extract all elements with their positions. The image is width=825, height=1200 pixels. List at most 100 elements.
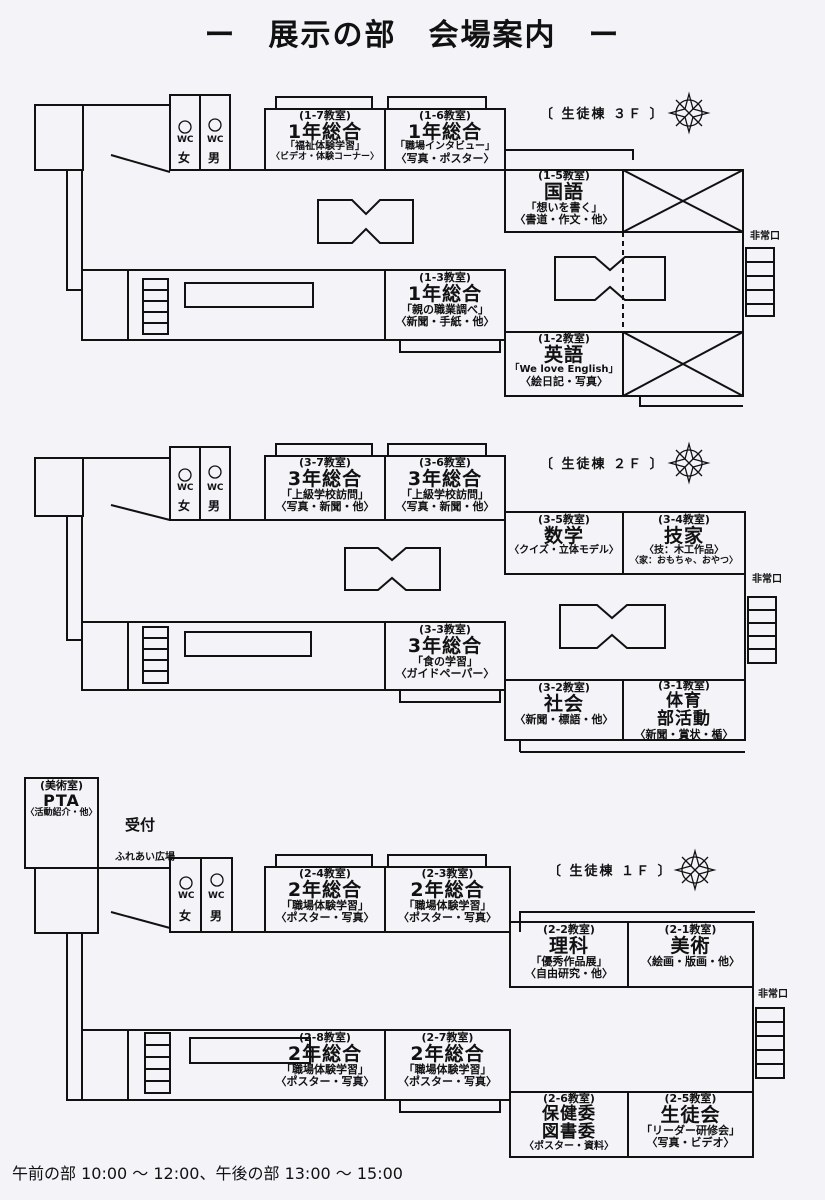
room-line: 〈ガイドペーパー〉 [395, 667, 495, 681]
room-line: 〈書道・作文・他〉 [514, 213, 614, 227]
room-3-3: (3-3教室) 3年総合 「食の学習」 〈ガイドペーパー〉 [385, 624, 505, 680]
art-room-pta: (美術室) PTA 〈活動紹介・他〉 [25, 780, 98, 819]
room-number: (3-4教室) [658, 513, 710, 526]
room-number: (2-7教室) [421, 1031, 474, 1044]
room-3-5: (3-5教室) 数学 〈クイズ・立体モデル〉 [505, 514, 623, 557]
room-number: (3-6教室) [419, 456, 471, 469]
room-line: 「想いを書く」 [525, 201, 603, 215]
wc-male-label: 男 [208, 499, 221, 513]
room-line: 「職場体験学習」 [403, 1063, 492, 1077]
floor-2-label: 〔 生徒棟 ２Ｆ 〕 [540, 457, 665, 472]
room-line: 〈ビデオ・体験コーナー〉 [270, 152, 379, 163]
room-line: 〈ポスター・写真〉 [275, 1075, 375, 1089]
room-3-6: (3-6教室) 3年総合 「上級学校訪問」 〈写真・新聞・他〉 [385, 457, 505, 513]
room-number: (2-4教室) [299, 867, 351, 880]
room-title-2: 図書委 [542, 1122, 596, 1143]
room-number: (1-5教室) [538, 169, 590, 182]
room-3-4: (3-4教室) 技家 〈技：木工作品〉 〈家：おもちゃ、おやつ〉 [623, 514, 745, 567]
compass-1f [673, 848, 717, 892]
room-1-2: (1-2教室) 英語 「We love English」 〈絵日記・写真〉 [505, 333, 623, 388]
compass-3f [667, 91, 711, 135]
room-line: 〈写真・ビデオ〉 [646, 1136, 735, 1150]
room-title: 1年総合 [407, 282, 483, 305]
room-title: 美術 [670, 934, 711, 957]
wc-sign: WC [177, 483, 194, 493]
room-title: PTA [43, 790, 80, 810]
room-title: 3年総合 [407, 634, 483, 657]
room-line: 「職場体験学習」 [281, 1063, 369, 1077]
room-title-2: 部活動 [657, 709, 711, 730]
room-line: 〈絵画・版画・他〉 [641, 955, 740, 969]
room-title: 1年総合 [407, 120, 483, 143]
room-number: (2-8教室) [299, 1031, 351, 1044]
room-line: 「上級学校訪問」 [401, 488, 489, 502]
room-line: 〈クイズ・立体モデル〉 [509, 545, 619, 557]
room-2-4: (2-4教室) 2年総合 「職場体験学習」 〈ポスター・写真〉 [265, 868, 385, 924]
room-number: (1-2教室) [538, 332, 590, 345]
room-title: 技家 [663, 524, 704, 547]
room-number: (2-5教室) [664, 1092, 717, 1105]
room-title: 社会 [543, 692, 584, 715]
room-line: 〈ポスター・写真〉 [398, 911, 497, 925]
reception-label: 受付 [125, 816, 156, 834]
wc-male-label: 男 [210, 909, 223, 923]
room-line: 〈写真・ポスター〉 [395, 152, 495, 166]
room-2-5: (2-5教室) 生徒会 「リーダー研修会」 〈写真・ビデオ〉 [628, 1093, 753, 1149]
wc-female-label: 女 [178, 499, 191, 513]
room-line: 「リーダー研修会」 [641, 1124, 740, 1138]
room-1-5: (1-5教室) 国語 「想いを書く」 〈書道・作文・他〉 [505, 170, 623, 226]
room-line: 「福祉体験学習」 [285, 141, 365, 153]
wc-sign: WC [177, 135, 194, 145]
room-number: (1-6教室) [419, 109, 471, 122]
room-title: 3年総合 [407, 467, 483, 490]
floor-3-outline [34, 94, 775, 407]
plaza-label: ふれあい広場 [115, 852, 175, 863]
room-line: 「職場体験学習」 [281, 899, 369, 913]
room-2-2: (2-2教室) 理科 「優秀作品展」 〈自由研究・他〉 [510, 924, 628, 980]
room-2-6: (2-6教室) 保健委 図書委 〈ポスター・資料〉 [510, 1093, 628, 1152]
room-number: (3-5教室) [538, 513, 590, 526]
room-line: 「親の職業調べ」 [401, 303, 489, 317]
room-line: 「We love English」 [509, 364, 619, 376]
room-2-7: (2-7教室) 2年総合 「職場体験学習」 〈ポスター・写真〉 [385, 1032, 510, 1088]
room-line: 〈技：木工作品〉 [644, 545, 724, 557]
emergency-exit-label: 非常口 [750, 231, 780, 242]
room-line: 〈新聞・手紙・他〉 [395, 315, 495, 329]
room-line: 〈写真・新聞・他〉 [275, 500, 375, 514]
room-title: 2年総合 [410, 1042, 485, 1065]
room-line: 〈ポスター・写真〉 [398, 1075, 497, 1089]
wc-sign: WC [207, 483, 224, 493]
room-title: 国語 [543, 180, 584, 203]
room-line: 〈絵日記・写真〉 [520, 375, 608, 389]
room-title: 数学 [543, 524, 584, 547]
room-3-7: (3-7教室) 3年総合 「上級学校訪問」 〈写真・新聞・他〉 [265, 457, 385, 513]
floor-1-label: 〔 生徒棟 １Ｆ 〕 [548, 864, 673, 879]
room-number: (2-2教室) [543, 923, 595, 936]
room-title: 2年総合 [287, 1042, 363, 1065]
room-line: 〈ポスター・資料〉 [524, 1140, 614, 1152]
room-line: 「上級学校訪問」 [281, 488, 369, 502]
room-number: (2-3教室) [421, 867, 474, 880]
room-line: 「職場体験学習」 [403, 899, 492, 913]
room-line: 〈ポスター・写真〉 [275, 911, 375, 925]
wc-sign: WC [178, 891, 195, 901]
wc-sign: WC [207, 135, 224, 145]
room-2-8: (2-8教室) 2年総合 「職場体験学習」 〈ポスター・写真〉 [265, 1032, 385, 1088]
room-number: (2-1教室) [664, 923, 717, 936]
room-title: 理科 [548, 934, 589, 957]
room-line: 〈自由研究・他〉 [525, 967, 613, 981]
room-title: 保健委 [542, 1103, 596, 1124]
room-2-1: (2-1教室) 美術 〈絵画・版画・他〉 [628, 924, 753, 968]
room-title: 1年総合 [287, 120, 363, 143]
room-1-7: (1-7教室) 1年総合 「福祉体験学習」 〈ビデオ・体験コーナー〉 [265, 110, 385, 163]
room-2-3: (2-3教室) 2年総合 「職場体験学習」 〈ポスター・写真〉 [385, 868, 510, 924]
room-number: (3-1教室) [658, 679, 710, 692]
room-title: 体育 [666, 690, 702, 711]
floor-1-outline [24, 777, 785, 1158]
compass-2f [667, 441, 711, 485]
room-number: (2-6教室) [543, 1092, 595, 1105]
room-line: 〈新聞・標語・他〉 [514, 713, 614, 727]
floor-2-outline [34, 443, 777, 753]
room-title: 英語 [543, 343, 584, 366]
